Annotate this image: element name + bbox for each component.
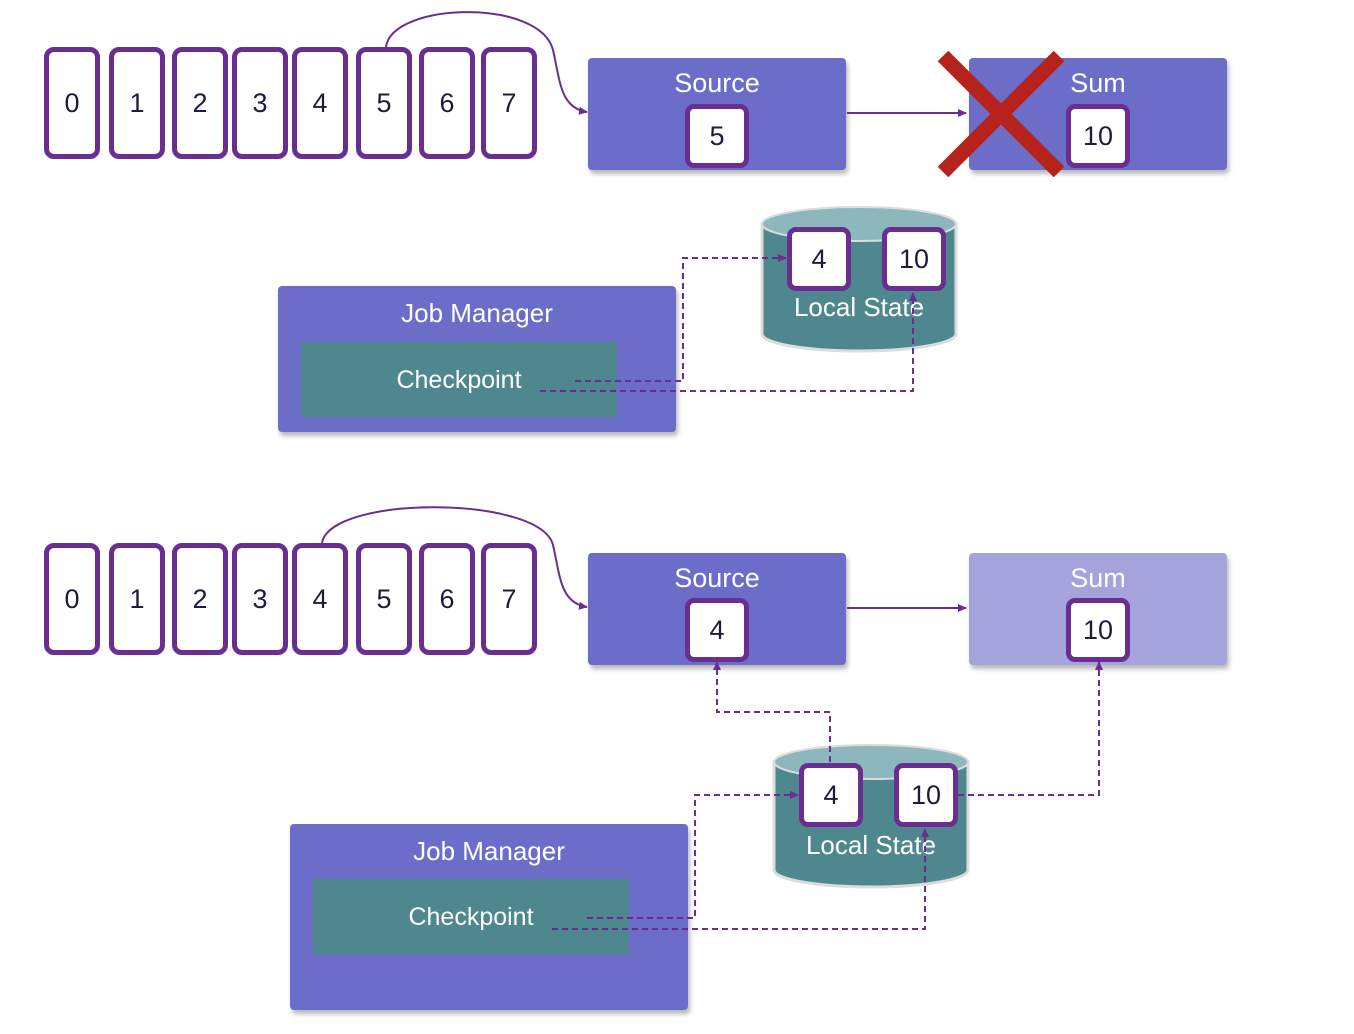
restore-sum-dashed-bottom bbox=[958, 661, 1103, 796]
stream-record: 5 bbox=[356, 543, 412, 655]
checkpoint-to-sum-dashed-bottom bbox=[552, 828, 929, 930]
local-state-offset-value: 4 bbox=[787, 227, 851, 291]
read-position-arrow-top bbox=[385, 11, 588, 115]
restore-offset-dashed-bottom bbox=[713, 661, 831, 762]
stream-record: 2 bbox=[172, 47, 228, 159]
stream-record: 4 bbox=[292, 543, 348, 655]
stream-record: 0 bbox=[44, 543, 100, 655]
sum-operator-bottom-restoring: Sum 10 bbox=[969, 553, 1227, 665]
stream-record: 3 bbox=[232, 543, 288, 655]
job-manager-title: Job Manager bbox=[413, 836, 565, 866]
stream-record: 5 bbox=[356, 47, 412, 159]
checkpoint-box: Checkpoint bbox=[301, 342, 617, 417]
checkpoint-label: Checkpoint bbox=[396, 366, 522, 394]
sum-title: Sum bbox=[1070, 563, 1126, 593]
stream-record: 6 bbox=[419, 47, 475, 159]
checkpoint-label: Checkpoint bbox=[408, 903, 534, 931]
local-state-sum-value: 10 bbox=[882, 227, 946, 291]
source-offset-value: 4 bbox=[685, 598, 749, 662]
local-state-offset-value: 4 bbox=[799, 763, 863, 827]
job-manager-title: Job Manager bbox=[401, 298, 553, 328]
sum-value: 10 bbox=[1066, 598, 1130, 662]
stream-record: 3 bbox=[232, 47, 288, 159]
source-operator-top: Source 5 bbox=[588, 58, 846, 170]
stream-record: 4 bbox=[292, 47, 348, 159]
local-state-label: Local State bbox=[793, 292, 925, 322]
sum-operator-top: Sum 10 bbox=[969, 58, 1227, 170]
failure-cross-icon bbox=[937, 50, 1065, 178]
job-manager-top: Job Manager Checkpoint bbox=[278, 286, 676, 432]
stream-record: 1 bbox=[109, 543, 165, 655]
checkpoint-to-offset-dashed-top bbox=[575, 254, 787, 382]
stream-record: 0 bbox=[44, 47, 100, 159]
sum-value: 10 bbox=[1066, 104, 1130, 168]
sum-title: Sum bbox=[1070, 68, 1126, 98]
checkpoint-box: Checkpoint bbox=[313, 879, 629, 954]
stream-record: 6 bbox=[419, 543, 475, 655]
checkpoint-to-offset-dashed-bottom bbox=[587, 791, 799, 919]
source-operator-bottom: Source 4 bbox=[588, 553, 846, 665]
stream-record: 1 bbox=[109, 47, 165, 159]
read-position-arrow-bottom bbox=[321, 506, 588, 610]
source-title: Source bbox=[674, 68, 760, 98]
local-state-sum-value: 10 bbox=[894, 763, 958, 827]
source-offset-value: 5 bbox=[685, 104, 749, 168]
source-title: Source bbox=[674, 563, 760, 593]
stream-record: 7 bbox=[481, 47, 537, 159]
stream-record: 2 bbox=[172, 543, 228, 655]
stream-record: 7 bbox=[481, 543, 537, 655]
checkpoint-to-sum-dashed-top bbox=[540, 292, 917, 392]
local-state-label: Local State bbox=[805, 830, 937, 860]
